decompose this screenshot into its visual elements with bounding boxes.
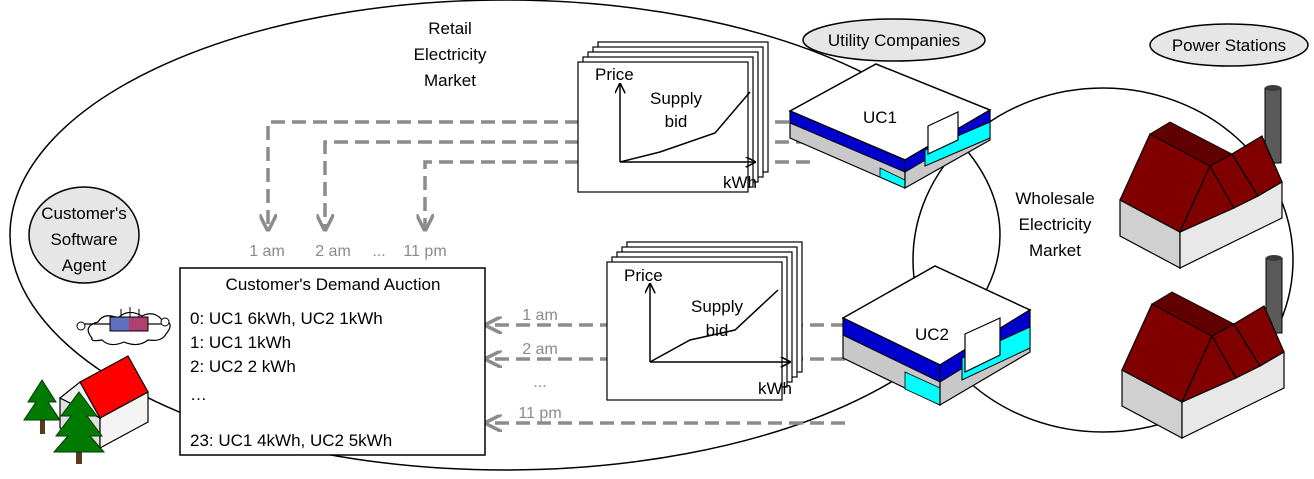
uc1-chart-ylabel: Price <box>595 65 634 84</box>
demand-auction-box: Customer's Demand Auction 0: UC1 6kWh, U… <box>179 267 486 456</box>
auction-title: Customer's Demand Auction <box>226 275 441 294</box>
bottom-hour-labels: 1 am 2 am ... 11 pm <box>518 307 561 422</box>
uc1-name: UC1 <box>863 108 897 127</box>
uc2-chart-ylabel: Price <box>624 266 663 285</box>
uc2-building: UC2 <box>841 265 1032 407</box>
svg-text:Electricity: Electricity <box>1019 215 1092 234</box>
top-hour-labels: 1 am 2 am ... 11 pm <box>249 243 446 260</box>
svg-text:Electricity: Electricity <box>414 45 487 64</box>
uc1-building: UC1 <box>788 63 992 190</box>
svg-text:Market: Market <box>1029 241 1081 260</box>
svg-text:Wholesale: Wholesale <box>1015 189 1094 208</box>
top-hour-ellipsis: ... <box>372 243 385 260</box>
auction-row-23: 23: UC1 4kWh, UC2 5kWh <box>190 431 392 450</box>
svg-text:Customer's: Customer's <box>41 204 126 223</box>
uc2-supply-bid-chart: Price kWh Supply bid <box>606 241 803 401</box>
auction-row-1: 1: UC1 1kWh <box>190 333 291 352</box>
power-stations-label: Power Stations <box>1149 23 1309 67</box>
wholesale-market-circle <box>912 87 1294 433</box>
uc1-curve-label-1: Supply <box>650 89 702 108</box>
uc1-supply-bid-chart: Price kWh Supply bid <box>577 41 769 193</box>
uc1-chart-xlabel: kWh <box>723 173 757 192</box>
uc1-curve-label-2: bid <box>665 112 688 131</box>
svg-text:Agent: Agent <box>62 256 107 275</box>
auction-row-3: … <box>190 385 207 404</box>
auction-row-2: 2: UC2 2 kWh <box>190 357 296 376</box>
top-hour-2: 2 am <box>315 243 351 260</box>
svg-text:Market: Market <box>424 71 476 90</box>
uc2-curve-label-2: bid <box>706 321 729 340</box>
svg-text:Retail: Retail <box>428 19 471 38</box>
auction-row-0: 0: UC1 6kWh, UC2 1kWh <box>190 309 383 328</box>
svg-text:Utility Companies: Utility Companies <box>828 31 960 50</box>
agent-device-icon <box>76 307 171 346</box>
top-hour-1: 1 am <box>249 243 285 260</box>
bottom-hour-1: 1 am <box>522 307 558 324</box>
bottom-hour-2: 2 am <box>522 341 558 358</box>
customer-agent-label: Customer's Software Agent <box>28 186 140 284</box>
retail-market-ellipse <box>9 0 1001 471</box>
uc2-chart-xlabel: kWh <box>758 379 792 398</box>
utility-companies-label: Utility Companies <box>802 18 986 62</box>
top-hour-3: 11 pm <box>403 243 446 260</box>
tree-icon <box>23 379 106 464</box>
bottom-hour-ellipsis: ... <box>533 374 546 391</box>
svg-text:Software: Software <box>50 230 117 249</box>
uc2-curve-label-1: Supply <box>691 297 743 316</box>
uc2-name: UC2 <box>915 325 949 344</box>
wholesale-market-label: Wholesale Electricity Market <box>1015 189 1094 260</box>
bottom-hour-3: 11 pm <box>518 405 561 422</box>
svg-text:Power Stations: Power Stations <box>1172 36 1286 55</box>
power-station-factory-bottom <box>1121 255 1285 439</box>
power-station-factory-top <box>1119 85 1283 269</box>
retail-market-label: Retail Electricity Market <box>414 19 487 90</box>
